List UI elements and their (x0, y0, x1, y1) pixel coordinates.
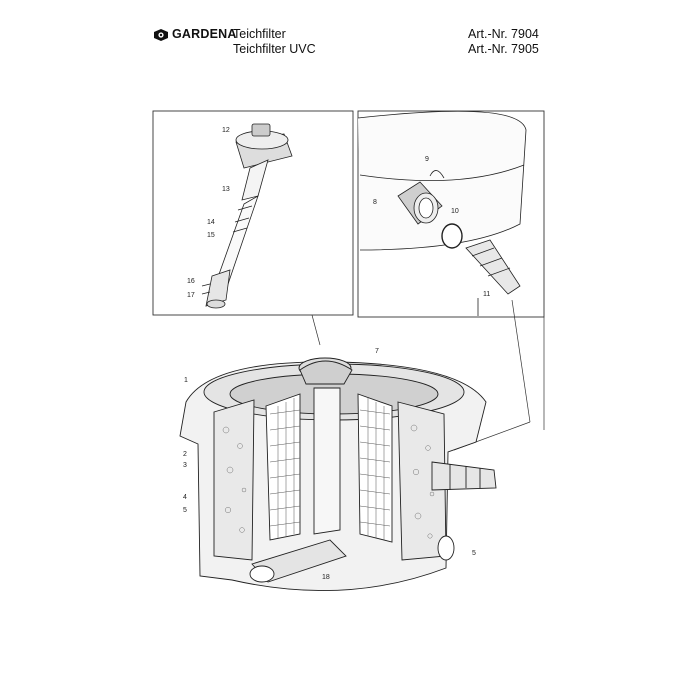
gardena-logo: GARDENA (153, 27, 237, 42)
callout-2: 2 (183, 451, 187, 458)
product-titles: Teichfilter Teichfilter UVC (233, 27, 316, 57)
callout-15: 15 (207, 232, 215, 239)
callout-12: 12 (222, 127, 230, 134)
filter-sponge-texture (222, 424, 435, 539)
callout-13: 13 (222, 186, 230, 193)
connector-detail (357, 110, 527, 316)
callout-numbers: 1 2 3 4 5 5 7 8 9 10 11 12 13 14 15 16 1… (183, 127, 490, 581)
callout-17: 17 (187, 292, 195, 299)
uv-lamp-assembly (201, 123, 293, 309)
article-numbers: Art.-Nr. 7904 Art.-Nr. 7905 (468, 27, 539, 57)
callout-18: 18 (322, 574, 330, 581)
callout-1: 1 (184, 377, 188, 384)
callout-11: 11 (483, 291, 490, 298)
callout-5-left: 5 (183, 507, 187, 514)
brand-name: GARDENA (172, 27, 237, 41)
article-number-1: Art.-Nr. 7904 (468, 27, 539, 41)
callout-14: 14 (207, 219, 215, 226)
pond-filter-body (179, 357, 497, 592)
callout-3: 3 (183, 462, 187, 469)
callout-16: 16 (187, 278, 195, 285)
filter-grid-cage-right (359, 398, 391, 540)
uv-lamp-inset-frame (152, 110, 354, 316)
article-number-2: Art.-Nr. 7905 (468, 42, 539, 56)
callout-9: 9 (425, 156, 429, 163)
callout-4: 4 (183, 494, 187, 501)
callout-10: 10 (451, 208, 459, 215)
callout-7: 7 (375, 348, 379, 355)
callout-5-right: 5 (472, 550, 476, 557)
callout-8: 8 (373, 199, 377, 206)
filter-grid-cage-left (269, 398, 301, 538)
product-title-1: Teichfilter (233, 27, 286, 41)
gardena-logo-mark-icon (154, 28, 168, 41)
product-title-2: Teichfilter UVC (233, 42, 316, 56)
